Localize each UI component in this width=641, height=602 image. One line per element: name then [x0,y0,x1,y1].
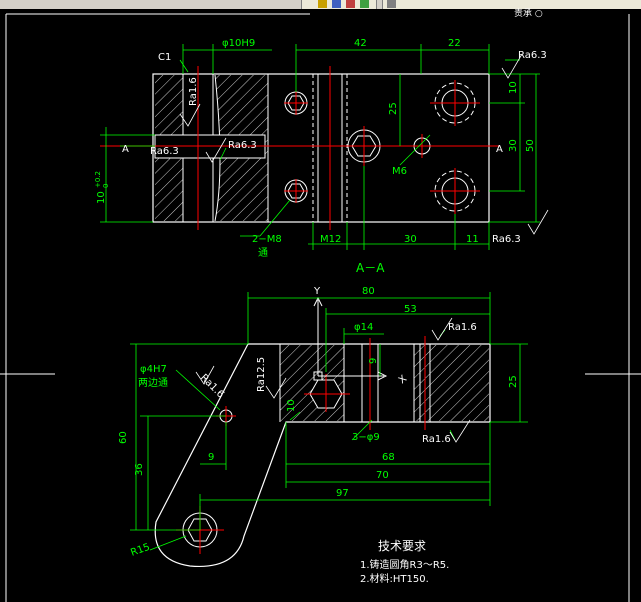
dim-label: M12 [320,234,341,245]
dim-label: 2−M8 [252,234,282,245]
toolbar-icon[interactable] [346,0,355,8]
block-outline [152,73,490,223]
hatch-region [155,158,183,221]
section-mark: A [496,144,503,155]
dimension-lines [100,44,540,250]
toolbar [0,0,641,9]
section-mark: A [122,144,129,155]
tech-note-item: 1.铸造圆角R3～R5. [360,558,449,571]
corner-text: 责承 ○ [514,7,543,19]
roughness-symbols [195,317,471,443]
dim-label: 10 [96,191,107,204]
toolbar-frame [301,0,377,9]
dim-label: 42 [354,38,367,49]
tech-note-item: 2.材料:HT150. [360,572,429,585]
dim-label: 50 [525,139,536,152]
right-hole [430,168,480,214]
center-hole [344,126,384,166]
roughness-symbols [179,53,549,235]
section-view: C1 Ra6.3 Ra6.3 Ra6.3 Ra6.3 Ra1.6 A A φ10… [94,38,549,275]
dim-label: 10 [508,81,519,94]
right-hole [430,80,480,126]
dim-label: φ10H9 [222,38,255,49]
toolbar-frame [382,0,641,9]
dim-label: 通 [258,247,268,259]
ra-label: Ra12.5 [256,357,267,392]
dim-label: 10 [286,399,297,412]
dim-label: 0 [102,184,110,188]
toolbar-icon[interactable] [332,0,341,8]
view-title: A－A [356,261,385,275]
hatch-region [155,75,183,135]
tech-notes: 技术要求 1.铸造圆角R3～R5. 2.材料:HT150. [360,539,449,585]
tech-notes-title: 技术要求 [378,539,426,553]
drawing-frame [0,13,641,602]
lever-outline [154,343,491,568]
dim-label: +0.2 [94,171,102,188]
dim-label: φ14 [354,322,373,333]
hex-hole [304,374,350,412]
break-line [214,74,221,222]
dim-label: 22 [448,38,461,49]
dim-label: 68 [382,452,395,463]
hatch-region [414,345,489,421]
ra-label: Ra6.3 [518,50,547,61]
dim-label: 25 [388,102,399,115]
axis-label: Y [313,286,321,297]
plan-view: Y X Ra1.6 Ra1.6 Ra1.6 Ra12.5 80 53 φ14 9… [118,286,528,568]
dim-label: 60 [118,431,129,444]
dim-label: 30 [404,234,417,245]
hex-hole [284,179,308,203]
dim-label: 80 [362,286,375,297]
ra-label: Ra6.3 [492,234,521,245]
toolbar-icon[interactable] [318,0,327,8]
dim-label: 70 [376,470,389,481]
coordinate-axes [313,296,388,381]
hex-hole [284,91,308,115]
dim-label: 30 [508,139,519,152]
dim-label: 9 [368,358,379,364]
dim-label: 11 [466,234,479,245]
chamfer-label: C1 [158,52,171,63]
ra-label: Ra1.6 [422,434,451,445]
dim-label: 36 [134,463,145,476]
dim-label: φ4H7 [140,364,167,375]
dimension-lines [130,292,528,551]
ra-label: Ra1.6 [448,322,477,333]
ra-label: Ra1.6 [198,372,226,400]
dim-label: 53 [404,304,417,315]
m6-hole [410,134,434,158]
dim-label: 9 [208,452,214,463]
dim-label: 25 [508,375,519,388]
dim-label: 3−φ9 [352,432,380,443]
dim-label: M6 [392,166,407,177]
toolbar-icon[interactable] [387,0,396,8]
ra-label: Ra6.3 [150,146,179,157]
toolbar-icon[interactable] [360,0,369,8]
axis-label: X [397,373,409,386]
ra-label: Ra6.3 [228,140,257,151]
dim-label: 两边通 [138,377,168,389]
dim-label: 97 [336,488,349,499]
dim-label: R15 [129,542,151,559]
ra-label: Ra1.6 [188,77,199,106]
